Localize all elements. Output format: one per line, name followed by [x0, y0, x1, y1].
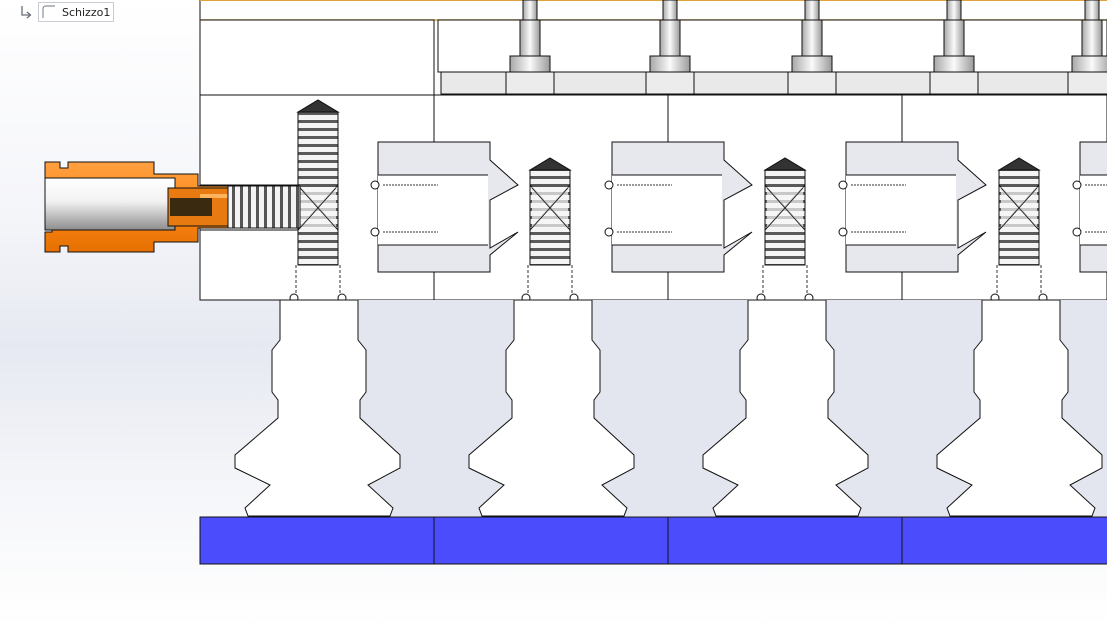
horizontal-ribbed-tube — [227, 185, 301, 229]
feature-tree-node[interactable]: Schizzo1 — [18, 1, 115, 23]
suction-cup — [702, 299, 869, 517]
sketch-icon — [42, 5, 55, 18]
base-plate-segment[interactable] — [433, 516, 669, 565]
vacuum-module — [468, 141, 753, 517]
vacuum-module — [702, 141, 987, 517]
pneumatic-fitting[interactable] — [44, 161, 229, 253]
piston-rod — [787, 0, 837, 95]
suction-cup — [234, 299, 401, 517]
sketch-feature-item[interactable]: Schizzo1 — [38, 2, 115, 22]
suction-cup — [468, 299, 635, 517]
base-plate-segment[interactable] — [199, 516, 435, 565]
piston-rod — [929, 0, 979, 95]
piston-rod — [1067, 0, 1107, 95]
vacuum-module — [936, 141, 1107, 517]
base-plate-segment[interactable] — [667, 516, 903, 565]
base-plate-segment[interactable] — [901, 516, 1107, 565]
cavity-background — [356, 300, 1107, 516]
piston-rod — [645, 0, 695, 95]
suction-cup — [936, 299, 1103, 517]
subfeature-arrow-icon — [21, 6, 32, 19]
piston-rod — [505, 0, 555, 95]
vacuum-modules — [234, 0, 1107, 517]
sketch-name-label: Schizzo1 — [62, 5, 111, 19]
base-plate[interactable] — [199, 516, 1107, 565]
